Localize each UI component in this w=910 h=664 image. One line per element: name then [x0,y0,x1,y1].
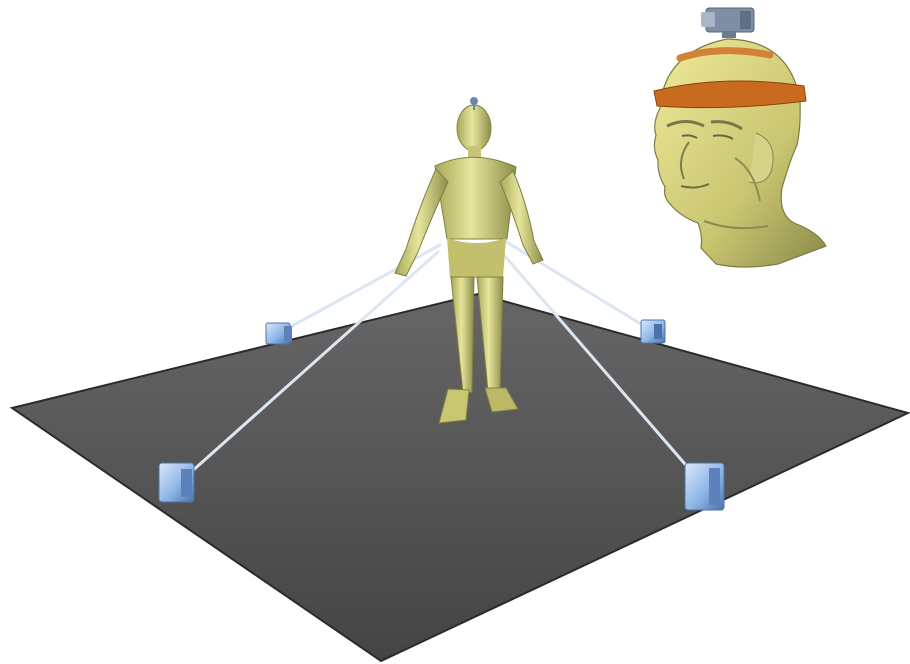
sensor-front-left [159,463,194,502]
sensor-front-right [685,463,724,510]
head-mounted-camera-icon [654,8,826,267]
sensor-back-left [266,323,292,344]
camera-unit [701,8,754,38]
sensor-back-right [641,320,665,343]
